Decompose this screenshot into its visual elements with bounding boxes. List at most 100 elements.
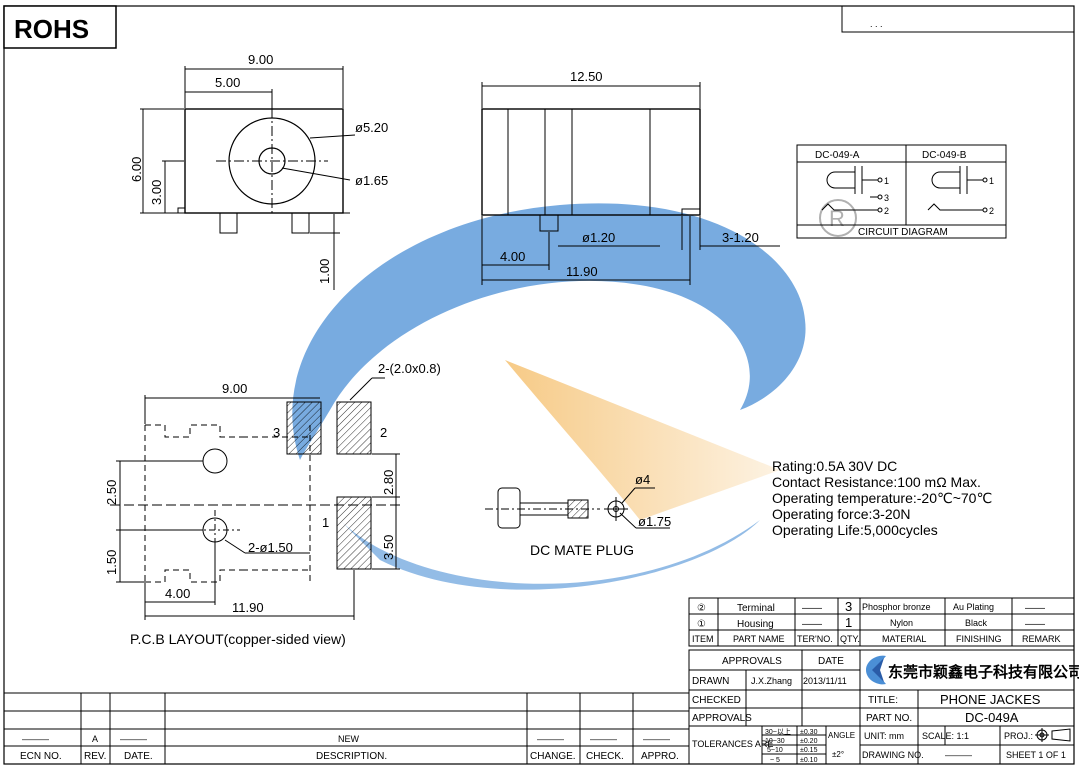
- circuit-caption: CIRCUIT DIAGRAM: [858, 227, 948, 238]
- company-logo-icon: [866, 655, 886, 685]
- watermark-orange-ray: [505, 360, 780, 520]
- bom-h-material: MATERIAL: [882, 634, 926, 644]
- dim-side-3-120: 3-1.20: [722, 230, 759, 245]
- bom-r2-qty: 1: [845, 615, 852, 630]
- bom-h-ter: TER'NO.: [797, 634, 833, 644]
- pcb-pin-1: 1: [322, 515, 329, 530]
- tb-drawn: DRAWN: [692, 676, 729, 687]
- circuit-diagram: [796, 144, 1007, 239]
- tb-proj: PROJ.:: [1004, 731, 1033, 741]
- rev-h-desc: DESCRIPTION.: [316, 751, 387, 762]
- tb-tol3b: ±0.15: [800, 747, 818, 754]
- plug-dim-d175: ø1.75: [638, 514, 671, 529]
- title-block: [688, 649, 1075, 765]
- title-block-text: APPROVALS DATE DRAWN J.X.Zhang 2013/11/1…: [692, 655, 1079, 764]
- tb-tol4a: ~ 5: [770, 757, 780, 764]
- corner-text: . . .: [870, 19, 883, 29]
- rev-date-dash: ———: [120, 734, 147, 744]
- circuit-a-pin1: 1: [884, 176, 889, 186]
- tb-sheet: SHEET 1 OF 1: [1006, 750, 1066, 760]
- dim-front-9: 9.00: [248, 52, 273, 67]
- tb-date: DATE: [818, 656, 844, 667]
- pcb-dim-1-5: 1.50: [104, 550, 119, 575]
- dim-side-d120: ø1.20: [582, 230, 615, 245]
- dc-mate-plug: [485, 487, 670, 529]
- pcb-layout: [110, 377, 400, 620]
- bom-r2-item: ①: [697, 619, 706, 630]
- tb-tol1a: 30~以上: [765, 727, 791, 736]
- revision-cells: ——— A ——— NEW ——— ——— ——— ECN NO. REV. D…: [20, 734, 679, 762]
- revision-table: [4, 692, 689, 764]
- bom-r1-finishing: Au Plating: [953, 602, 994, 612]
- spec-force: Operating force:3-20N: [772, 506, 911, 522]
- rev-check-dash: ———: [590, 734, 617, 744]
- pcb-dim-2-5: 2.50: [104, 480, 119, 505]
- tb-drawing-no: DRAWING NO.: [862, 750, 924, 760]
- bom-r1-material: Phosphor bronze: [862, 602, 931, 612]
- tb-approvals: APPROVALS: [722, 656, 782, 667]
- rev-appro-dash: ———: [643, 734, 670, 744]
- bom-h-finishing: FINISHING: [956, 634, 1002, 644]
- sheet-border: [3, 5, 1075, 765]
- rohs-label: ROHS: [14, 14, 89, 44]
- pcb-dim-4: 4.00: [165, 586, 190, 601]
- tb-tol2a: 10~30: [765, 738, 785, 745]
- tb-tol4b: ±0.10: [800, 757, 818, 764]
- tb-unit: UNIT: mm: [864, 731, 904, 741]
- tb-angle-val: ±2°: [832, 750, 844, 759]
- pcb-dim-2-8: 2.80: [381, 470, 396, 495]
- dim-front-6: 6.00: [129, 157, 144, 182]
- plug-caption: DC MATE PLUG: [530, 542, 634, 558]
- tb-drawing-dash: ———: [945, 750, 972, 760]
- rev-h-change: CHANGE.: [530, 751, 576, 762]
- rev-new: NEW: [338, 734, 360, 744]
- rev-change-dash: ———: [537, 734, 564, 744]
- circuit-a-pin2: 2: [884, 206, 889, 216]
- circuit-b-pin2: 2: [989, 206, 994, 216]
- dim-front-5: 5.00: [215, 75, 240, 90]
- bom-table: [688, 597, 1075, 647]
- bom-r2-material: Nylon: [890, 618, 913, 628]
- bom-r1-remark: ——: [1025, 603, 1045, 614]
- pcb-dim-11-9: 11.90: [232, 600, 264, 615]
- tb-tol2b: ±0.20: [800, 738, 818, 745]
- dim-front-d520: ø5.20: [355, 120, 388, 135]
- bom-h-remark: REMARK: [1022, 634, 1061, 644]
- bom-r2-finishing: Black: [965, 618, 988, 628]
- bom-r1-item: ②: [697, 603, 706, 614]
- spec-contact-resistance: Contact Resistance:100 mΩ Max.: [772, 474, 981, 490]
- pcb-caption: P.C.B LAYOUT(copper-sided view): [130, 631, 346, 647]
- rev-ecn-dash: ———: [22, 734, 49, 744]
- pcb-pin-3: 3: [273, 425, 280, 440]
- rev-h-appro: APPRO.: [641, 751, 679, 762]
- rev-h-rev: REV.: [84, 751, 106, 762]
- pcb-dim-9: 9.00: [222, 381, 247, 396]
- bom-r2-name: Housing: [737, 619, 774, 630]
- spec-temperature: Operating temperature:-20℃~70℃: [772, 490, 992, 506]
- tb-tol3a: 5~10: [767, 747, 783, 754]
- dim-side-4: 4.00: [500, 249, 525, 264]
- pcb-dim-3-5: 3.50: [381, 535, 396, 560]
- pcb-pads-note: 2-(2.0x0.8): [378, 361, 441, 376]
- spec-rating: Rating:0.5A 30V DC: [772, 458, 897, 474]
- rev-h-check: CHECK.: [586, 751, 624, 762]
- tb-tol1b: ±0.30: [800, 729, 818, 736]
- tb-scale: SCALE: 1:1: [922, 731, 969, 741]
- watermark-r-mark: [819, 199, 857, 237]
- circuit-b-pin1: 1: [989, 176, 994, 186]
- bom-r2-remark: ——: [1025, 619, 1045, 630]
- rohs-box: [3, 5, 117, 49]
- bom-r1-name: Terminal: [737, 603, 775, 614]
- tb-drawn-date: 2013/11/11: [803, 676, 847, 686]
- spec-life: Operating Life:5,000cycles: [772, 522, 938, 538]
- tb-drawn-by: J.X.Zhang: [751, 676, 792, 686]
- dim-front-3: 3.00: [149, 180, 164, 205]
- bom-r2-ter: ——: [802, 619, 822, 630]
- bom-r1-qty: 3: [845, 599, 852, 614]
- watermark-blue-swoosh: [292, 203, 806, 460]
- side-view: [481, 82, 780, 285]
- rev-h-date: DATE.: [124, 751, 153, 762]
- tb-approvals2: APPROVALS: [692, 713, 752, 724]
- tb-company: 东莞市颖鑫电子科技有限公司: [888, 663, 1079, 681]
